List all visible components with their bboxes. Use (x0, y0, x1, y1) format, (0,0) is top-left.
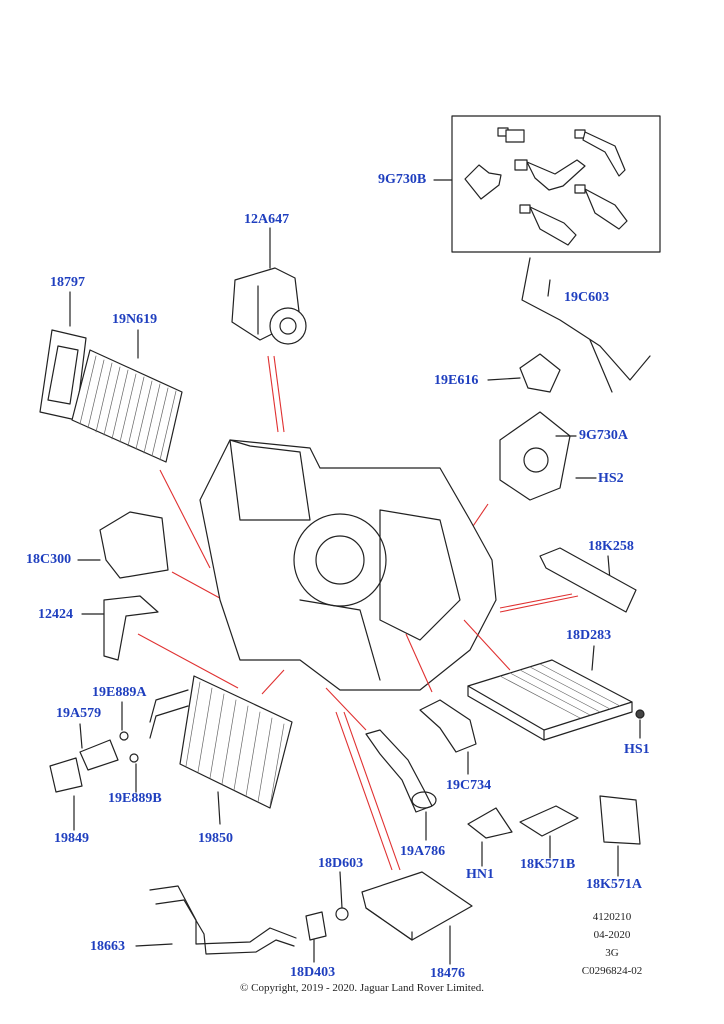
callout-12a647: 12A647 (244, 212, 290, 227)
callout-19e889b: 19E889B (108, 791, 162, 806)
callout-9g730b: 9G730B (378, 172, 427, 187)
callout-hs2: HS2 (598, 471, 624, 486)
callout-hn1: HN1 (466, 867, 494, 882)
cover-18k571a (599, 795, 641, 877)
heater-core (149, 675, 293, 825)
bracket-18k571b (519, 805, 579, 859)
screw-hs1 (635, 709, 645, 739)
wiring-harness (521, 257, 651, 393)
pollen-filter (71, 329, 183, 463)
actuator-kit-box (433, 115, 661, 253)
hvac-unit (199, 439, 497, 691)
callout-18c300: 18C300 (26, 552, 72, 567)
callout-18663: 18663 (90, 939, 125, 954)
callout-19a786: 19A786 (400, 844, 446, 859)
callout-18797: 18797 (50, 275, 85, 290)
callout-19c734: 19C734 (446, 778, 492, 793)
actuator-assembly (499, 411, 597, 501)
callout-18d403: 18D403 (290, 965, 336, 980)
seal-18d603 (335, 871, 349, 921)
callout-18476: 18476 (430, 966, 465, 981)
actuator-19e616 (487, 353, 561, 393)
diagram-variant: 3G (605, 947, 619, 959)
callout-hs1: HS1 (624, 742, 650, 757)
callout-19a579: 19A579 (56, 706, 102, 721)
callout-12424: 12424 (38, 607, 73, 622)
callout-19849: 19849 (54, 831, 89, 846)
pipes-18663 (135, 885, 297, 955)
callout-18k258: 18K258 (588, 539, 634, 554)
heater-bar-18k258 (539, 547, 637, 613)
copyright-notice: © Copyright, 2019 - 2020. Jaguar Land Ro… (240, 982, 484, 994)
heater-matrix-18476 (361, 871, 473, 965)
callout-18d603: 18D603 (318, 856, 364, 871)
clips-and-sensor (49, 701, 139, 831)
callout-19c603: 19C603 (564, 290, 610, 305)
callout-18d283: 18D283 (566, 628, 612, 643)
pipe-19c734 (419, 699, 477, 775)
evaporator (467, 645, 633, 741)
callout-19n619: 19N619 (112, 312, 158, 327)
callout-18k571b: 18K571B (520, 857, 576, 872)
callout-19e616: 19E616 (434, 373, 479, 388)
diagram-date: 04-2020 (593, 929, 631, 941)
blower-motor (231, 227, 307, 345)
clip-hn1 (467, 807, 513, 867)
callout-9g730a: 9G730A (579, 428, 628, 443)
diagram-ref: C0296824-02 (581, 965, 643, 977)
bracket-12424 (81, 595, 159, 661)
callout-18k571a: 18K571A (586, 877, 642, 892)
hose-19a786 (365, 729, 437, 841)
clip-18d403 (305, 911, 327, 963)
duct-18c300 (77, 511, 169, 579)
callout-19e889a: 19E889A (92, 685, 147, 700)
callout-19850: 19850 (198, 831, 233, 846)
diagram-id: 4120210 (592, 911, 632, 923)
